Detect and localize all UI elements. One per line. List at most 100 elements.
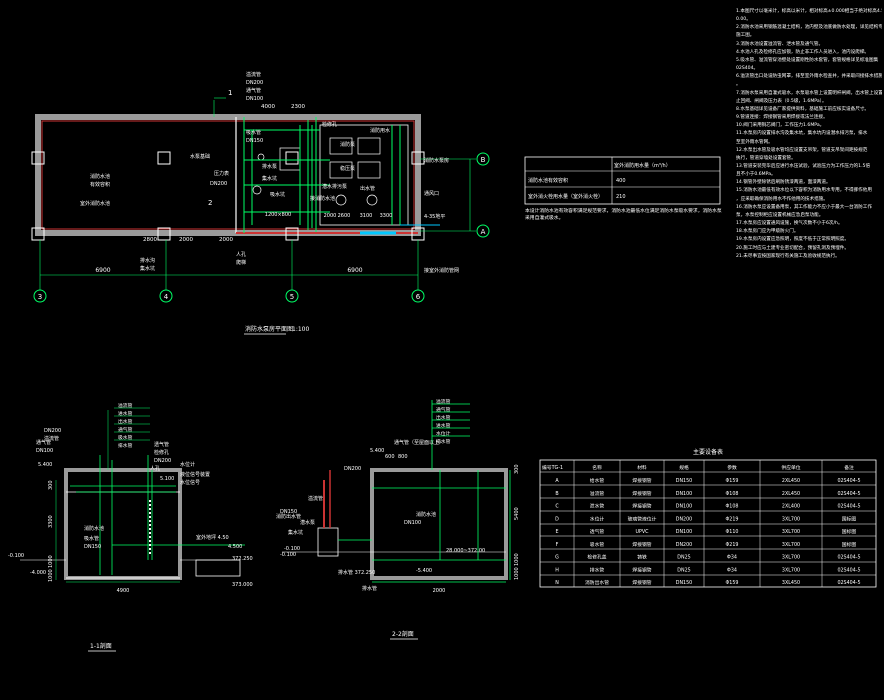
equip-cell: B <box>555 491 558 497</box>
section1-label: 溢流管 <box>44 435 59 442</box>
pit-icon <box>257 153 265 161</box>
plan-view: B A 3 4 5 6 6900 6900 2800 2000 2000 400… <box>31 71 490 335</box>
section1-elevation: 4.500 <box>228 544 242 550</box>
equip-cell: 2XL450 <box>782 491 800 497</box>
plan-label: 接消防水池 <box>310 195 335 202</box>
equip-cell: DN100 <box>676 529 692 535</box>
dimension: 4900 <box>117 588 130 594</box>
pit-icon <box>252 185 262 195</box>
column <box>411 151 425 165</box>
plan-label: 有效容积 <box>90 181 110 188</box>
section1-elevation: -4.000 <box>30 570 46 576</box>
equip-header-cell: 名称 <box>592 464 602 471</box>
dimension: 2600 <box>338 213 351 219</box>
section1-leader-label: 吸水管 <box>118 434 133 441</box>
equip-cell: 焊接钢管 <box>632 477 651 484</box>
note-line: 11.水泵房内设置排水沟及集水坑，集水坑内设潜水排污泵，排水 <box>736 131 868 137</box>
equip-cell: 泄水管 <box>590 503 605 510</box>
plan-label: 室外消防水池 <box>80 200 110 207</box>
section2-label: 28.000~372.00 <box>446 548 485 554</box>
pump-room <box>319 124 409 226</box>
dimension: 3300 <box>48 515 54 528</box>
section2-leader-label: 水位计 <box>436 430 451 437</box>
note-line: 02S404。 <box>736 66 759 72</box>
equip-cell: 02S404-5 <box>837 555 860 561</box>
section1-label: 通气管 <box>36 439 51 446</box>
equip-cell: DN200 <box>676 542 692 548</box>
plan-label: 稳压泵 <box>340 165 355 172</box>
equip-cell: 02S404-5 <box>837 478 860 484</box>
equip-cell: 检修孔盖 <box>587 554 606 561</box>
note-line: 4.水池人孔及检修孔应加锁，防止非工作人员进入，池内设爬梯。 <box>736 49 870 55</box>
equip-cell: E <box>555 529 558 535</box>
equip-cell: Φ219 <box>726 542 739 548</box>
dimension: 800 <box>398 454 408 460</box>
section2-leader-label: 通气管 <box>436 406 451 413</box>
dimension: 300 <box>514 464 520 474</box>
equip-cell: DN200 <box>676 516 692 522</box>
equip-cell: 3XL700 <box>782 516 800 522</box>
equip-cell: Φ108 <box>726 491 739 497</box>
column <box>157 151 171 165</box>
section1-label: DN150 <box>84 544 101 550</box>
equip-header-cell: 材料 <box>637 464 647 471</box>
plan-label: 吸水管 <box>246 129 261 136</box>
pump-base <box>357 137 381 155</box>
note-line: 至室外雨水管网。 <box>736 139 773 145</box>
section2-label: 消防水池 <box>416 511 436 518</box>
section2-label: DN150 <box>280 509 297 515</box>
plan-label: 4-35地平 <box>424 213 445 220</box>
note-line: 15.消防水池最低有效水位以下容积为消防用水专用，不得挪作他用 <box>736 188 872 194</box>
equip-cell: DN150 <box>676 478 692 484</box>
equip-cell: Φ159 <box>726 478 739 484</box>
column <box>31 151 45 165</box>
equip-cell: 焊接钢管 <box>632 490 651 497</box>
dimension: 3100 <box>360 213 373 219</box>
note-line: 10.阀门采用铜芯阀门，工作压力1.6MPa。 <box>736 123 825 129</box>
axis-label: 4 <box>164 293 169 301</box>
section1-label: 检修孔 <box>154 449 169 456</box>
note-line: ，应采取确保消防用水不作他用的技术措施。 <box>736 196 828 202</box>
pump-base <box>329 137 353 155</box>
section1-label: 消防水池 <box>84 525 104 532</box>
note-line: 7.消防水泵采用自灌式吸水，水泵吸水管上设置明杆闸阀，出水管上设置 <box>736 90 882 96</box>
axis-label: 3 <box>38 293 42 301</box>
param-cell: 消防水池有效容积 <box>528 177 568 184</box>
section1-elevation: -0.100 <box>8 553 24 559</box>
param-cell: 210 <box>616 194 626 200</box>
section2-leader-label: 出水管 <box>436 414 451 421</box>
column <box>31 227 45 241</box>
plan-label: 吸水坑 <box>270 191 285 198</box>
section1-label: 液位信号装置 <box>180 471 210 478</box>
axis-bubble <box>159 289 173 303</box>
note-line: 执行，管道穿墙处设置套管。 <box>736 155 796 161</box>
section1-label: 5.100 <box>160 476 174 482</box>
pump-icon <box>335 194 347 206</box>
note-line: 12.水泵出水管及吸水管均应设置支吊架，管道支吊架间距按规范 <box>736 147 868 153</box>
section1-elevation: 5.400 <box>38 462 52 468</box>
section2-label: 集水坑 <box>288 529 303 536</box>
equip-cell: 3XL700 <box>782 542 800 548</box>
equip-cell: F <box>556 542 559 548</box>
section2-label: -5.400 <box>416 568 432 574</box>
equip-cell: 国标图 <box>842 515 857 522</box>
equip-cell: D <box>555 516 559 522</box>
equip-header: 编号TG-1 名称 材料 规格 参数 供应单位 备注 <box>542 464 854 471</box>
section1-leader-label: 溢流管 <box>118 402 133 409</box>
param-cell: 室外消火栓用水量（室外消火栓） <box>528 193 603 200</box>
equip-header-cell: 备注 <box>844 464 854 471</box>
equip-cell: 焊接钢管 <box>632 503 651 510</box>
note-line: 0.00。 <box>736 17 751 23</box>
section2-leader-label: 溢流管 <box>436 398 451 405</box>
note-line: 9.管道连接：焊接钢管采用焊接或法兰连接。 <box>736 115 828 121</box>
section1-leader-label: 进水管 <box>118 410 133 417</box>
note-line: 5.吸水管、溢流管穿池壁处设置刚性防水套管，套管规格详见标准图集 <box>736 57 879 63</box>
equip-cell: 2XL400 <box>782 504 800 510</box>
equip-cell: Φ219 <box>726 516 739 522</box>
note-line: 且不小于0.6MPa。 <box>736 172 776 178</box>
dimension: 600 <box>385 454 395 460</box>
section1-label: 372.250 <box>232 556 253 562</box>
section1-label: 透气管 <box>154 441 169 448</box>
plan-label: 潜水排污泵 <box>322 183 347 190</box>
axis-label: 5 <box>290 293 294 301</box>
